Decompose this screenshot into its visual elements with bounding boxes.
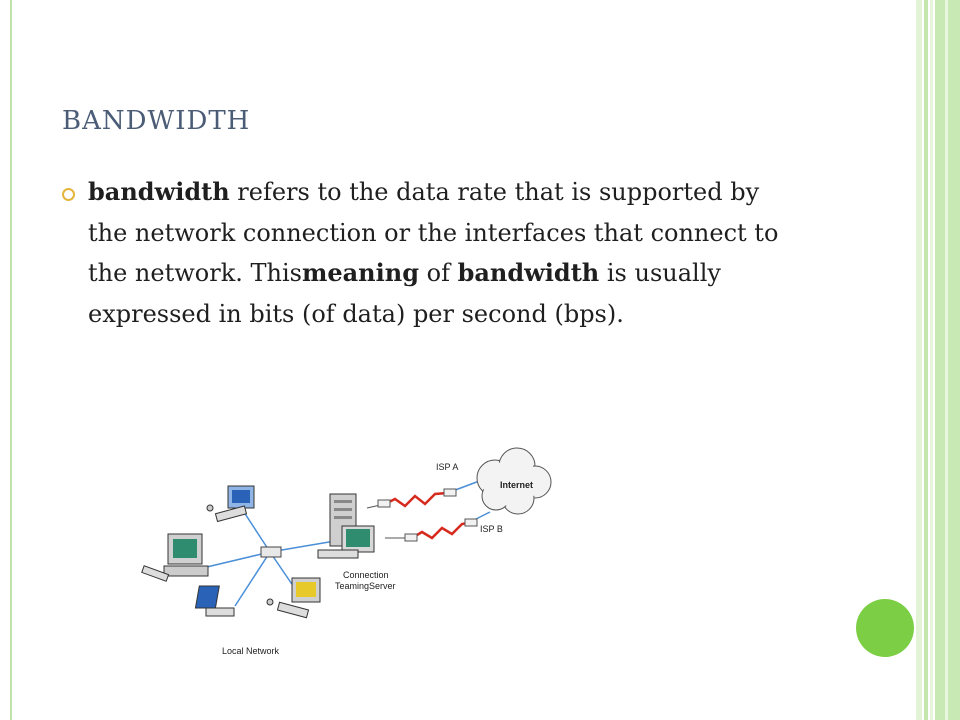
- decor-stripe: [945, 0, 948, 720]
- text-segment: is usually expressed in bits (of data) p…: [88, 259, 721, 328]
- frame-line-left: [10, 0, 12, 720]
- serial-link: [384, 491, 448, 508]
- text-segment: refers to the data rate that is supporte…: [88, 178, 779, 287]
- bold-term: bandwidth: [88, 177, 230, 206]
- modem-icon: [443, 488, 457, 497]
- network-switch-icon: [260, 546, 282, 558]
- text-segment: of: [418, 259, 458, 287]
- workstation-icon: [266, 577, 321, 619]
- label-server-line1: Connection: [343, 570, 389, 580]
- bullet-item: bandwidth refers to the data rate that i…: [62, 172, 782, 334]
- decor-stripe: [924, 0, 928, 720]
- decor-green-circle: [856, 599, 914, 657]
- workstation-icon: [141, 533, 209, 582]
- laptop-icon: [194, 585, 235, 617]
- modem-icon: [377, 499, 391, 508]
- bold-term: meaning: [301, 258, 419, 287]
- label-server-line2: TeamingServer: [335, 581, 396, 591]
- serial-link: [411, 521, 469, 540]
- label-isp-b: ISP B: [480, 524, 503, 534]
- workstation-icon: [206, 485, 255, 523]
- slide-title: BANDWIDTH: [62, 106, 251, 136]
- network-link: [234, 551, 271, 607]
- label-internet: Internet: [500, 480, 533, 490]
- bold-term: bandwidth: [457, 258, 600, 287]
- server-icon: [317, 493, 375, 559]
- modem-icon: [404, 533, 418, 542]
- network-diagram: ISP A Internet ISP B Connection TeamingS…: [141, 447, 552, 656]
- label-local-network: Local Network: [222, 646, 280, 656]
- modem-icon: [464, 518, 478, 527]
- decor-stripe: [916, 0, 922, 720]
- internet-cloud-fill: [479, 450, 549, 512]
- bullet-circle-icon: [62, 188, 75, 201]
- label-isp-a: ISP A: [436, 462, 458, 472]
- bullet-text: bandwidth refers to the data rate that i…: [88, 172, 782, 334]
- decor-stripe: [930, 0, 933, 720]
